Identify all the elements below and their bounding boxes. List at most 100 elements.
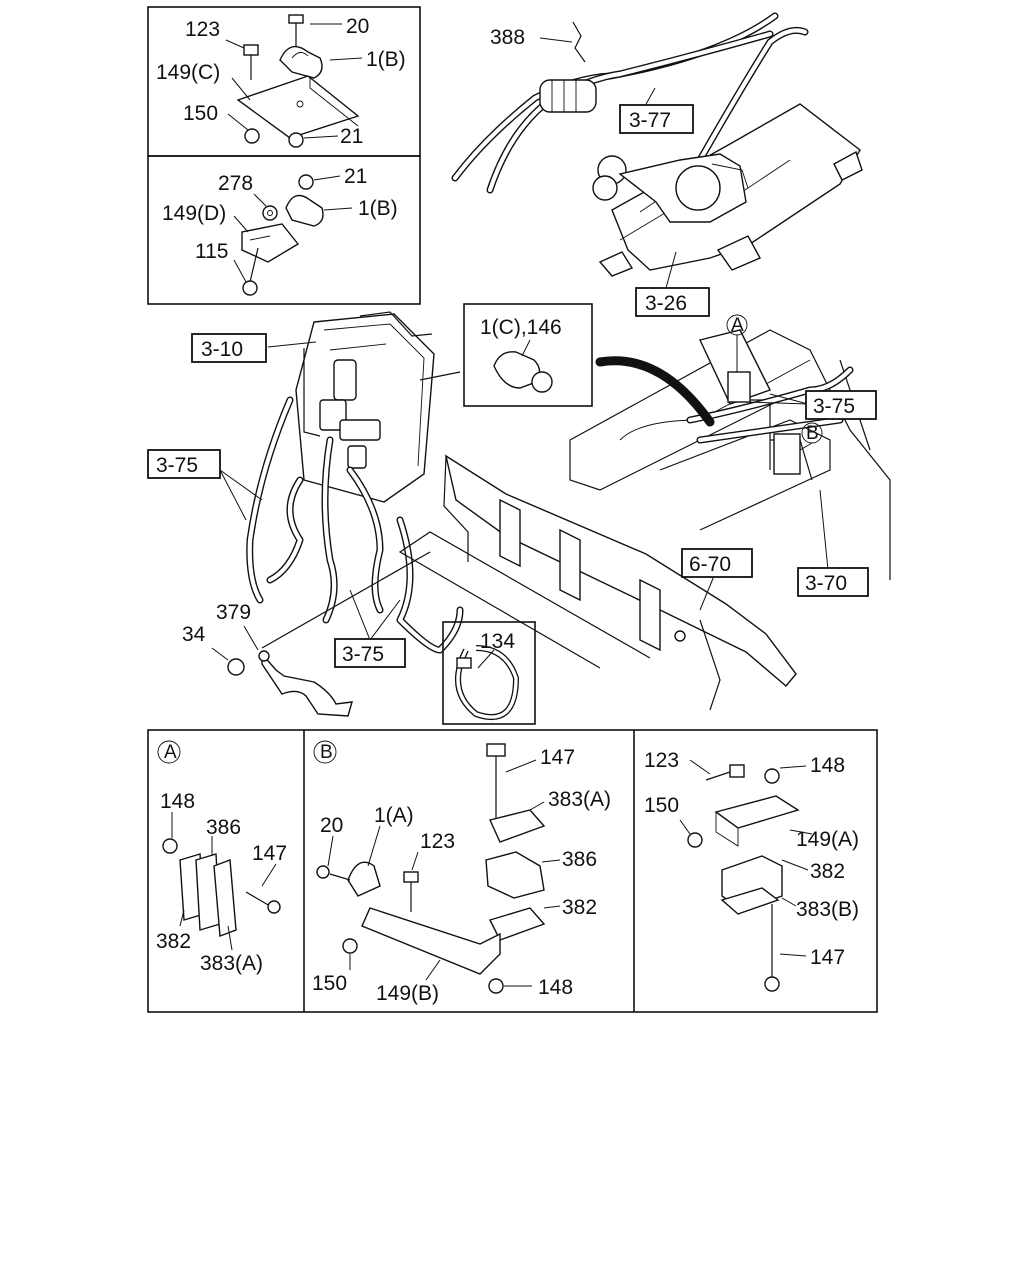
ref-box-6-70 — [681, 548, 753, 578]
plate-149a — [714, 795, 800, 829]
pedal-bracket-3-10 — [267, 311, 461, 503]
inset-clamp-149d — [147, 155, 421, 305]
detail-c-148: 148 — [810, 754, 845, 777]
nut-148-b — [488, 978, 504, 994]
detail-c-147: 147 — [810, 946, 845, 969]
ref-3-75-left: 3-75 — [156, 454, 198, 477]
ref-box-3-70 — [797, 567, 869, 597]
clamp-1a — [347, 861, 381, 897]
nut-148-c — [764, 768, 780, 784]
bolt-20-b — [316, 865, 351, 881]
detail-b-20: 20 — [320, 814, 343, 837]
callout-115: 115 — [195, 240, 228, 263]
detail-b-386: 386 — [562, 848, 597, 871]
ref-box-3-75-left — [147, 449, 221, 479]
detail-a-148: 148 — [160, 790, 195, 813]
ref-box-3-10 — [191, 333, 267, 363]
ref-box-3-75-right — [805, 390, 877, 420]
clamp-1b-second — [285, 194, 324, 227]
detail-a-386: 386 — [206, 816, 241, 839]
detail-b-1a: 1(A) — [374, 804, 414, 827]
marker-a: A — [731, 315, 744, 336]
frame-3-70 — [569, 329, 891, 580]
clamp-1b-top — [279, 45, 323, 79]
plate-149b — [361, 907, 501, 975]
nut-148-a — [162, 838, 178, 854]
callout-20-a: 20 — [346, 15, 369, 38]
callout-150-a: 150 — [183, 102, 218, 125]
detail-a-marker: A — [164, 742, 177, 763]
marker-a-circle — [726, 314, 748, 336]
callout-21-b: 21 — [344, 165, 367, 188]
detail-b — [313, 740, 561, 994]
clamp-379 — [243, 625, 353, 717]
callout-1b-a: 1(B) — [366, 48, 406, 71]
callout-134: 134 — [480, 630, 515, 653]
nut-21-second — [298, 174, 314, 190]
callout-123-a: 123 — [185, 18, 220, 41]
block-386-b — [485, 851, 545, 899]
detail-b-148: 148 — [538, 976, 573, 999]
bracket-383b-c — [720, 887, 780, 915]
hose-assembly-388 — [451, 12, 809, 194]
detail-c-383b: 383(B) — [796, 898, 859, 921]
nut-150-c — [687, 832, 703, 848]
ref-3-70: 3-70 — [805, 572, 847, 595]
detail-b-149b: 149(B) — [376, 982, 439, 1005]
callout-1c-146: 1(C),146 — [480, 316, 562, 339]
ref-3-77: 3-77 — [629, 109, 671, 132]
detail-c-150: 150 — [644, 794, 679, 817]
nut-21-top — [288, 132, 304, 148]
bolt-147-b — [486, 743, 506, 826]
ref-3-10: 3-10 — [201, 338, 243, 361]
ref-3-26: 3-26 — [645, 292, 687, 315]
detail-c-123: 123 — [644, 749, 679, 772]
bolt-147-c — [764, 904, 780, 992]
detail-c — [679, 759, 813, 992]
detail-panels-frame — [147, 729, 878, 1013]
bracket-383a-b — [489, 809, 546, 843]
plate-149d — [241, 223, 300, 263]
ref-6-70: 6-70 — [689, 553, 731, 576]
callout-21-a: 21 — [340, 125, 363, 148]
callout-379: 379 — [216, 601, 251, 624]
hoses-3-75-left — [219, 396, 464, 654]
marker-b-circle — [801, 422, 823, 444]
bolt-115 — [242, 247, 259, 296]
bolt-123-b — [403, 871, 419, 912]
ref-3-75-bottom: 3-75 — [342, 643, 384, 666]
crossmember-6-70 — [443, 454, 797, 711]
bracket-3-26 — [592, 103, 863, 289]
callout-1b-b: 1(B) — [358, 197, 398, 220]
clip-b — [773, 433, 801, 475]
washer-278 — [262, 205, 278, 221]
hose-pair-3-75-right — [686, 366, 854, 444]
clip-a — [727, 371, 751, 403]
shift-lever-cable — [592, 153, 749, 223]
detail-b-150: 150 — [312, 972, 347, 995]
detail-c-382: 382 — [810, 860, 845, 883]
detail-b-382: 382 — [562, 896, 597, 919]
ref-box-3-75-bottom — [334, 638, 406, 668]
inset-clip-1c-146 — [463, 303, 593, 407]
detail-b-383a: 383(A) — [548, 788, 611, 811]
inset-cable-tie-134 — [442, 621, 536, 725]
callout-388: 388 — [490, 26, 525, 49]
detail-a — [157, 740, 281, 951]
marker-b: B — [806, 423, 819, 444]
nut-150-top — [244, 128, 260, 144]
detail-a-382: 382 — [156, 930, 191, 953]
bolt-123-top — [243, 44, 259, 80]
bolt-123-c — [705, 764, 745, 781]
hose-wrap — [539, 79, 597, 113]
ref-3-75-right: 3-75 — [813, 395, 855, 418]
detail-a-383a: 383(A) — [200, 952, 263, 975]
floor-frame — [261, 531, 651, 669]
callout-34: 34 — [182, 623, 206, 646]
detail-b-123: 123 — [420, 830, 455, 853]
ref-box-3-77 — [619, 104, 694, 134]
nut-150-b — [342, 938, 358, 954]
detail-a-147: 147 — [252, 842, 287, 865]
